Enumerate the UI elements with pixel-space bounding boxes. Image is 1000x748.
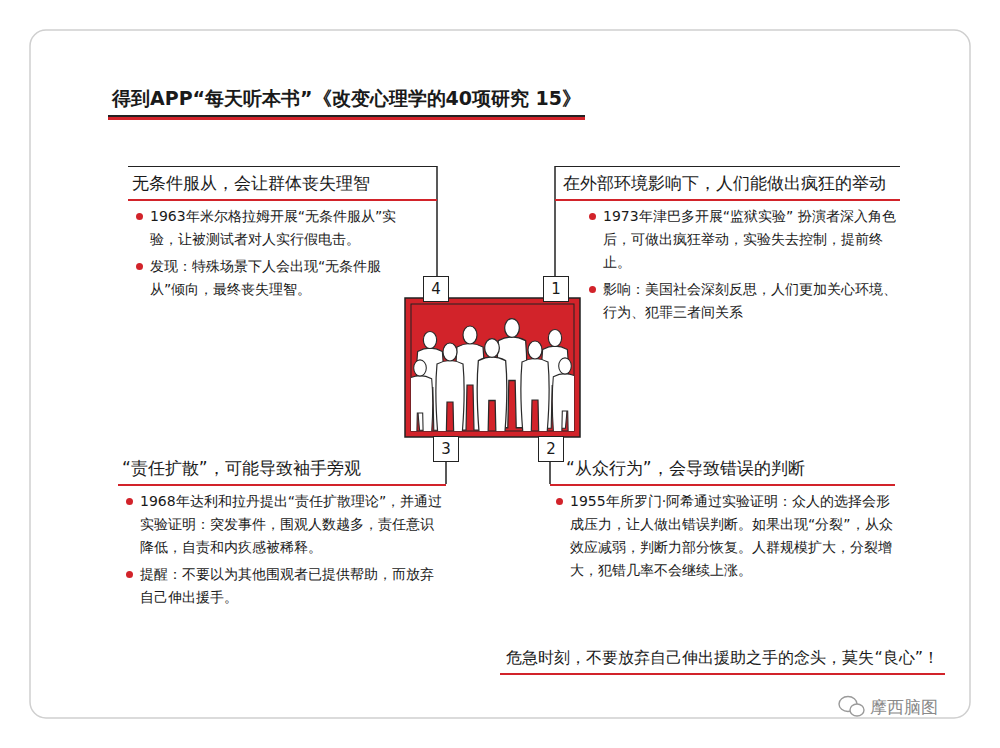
topic-branch: “从众行为”，会导致错误的判断 1955年所罗门·阿希通过实验证明：众人的选择会形… (550, 452, 895, 582)
person-figure (411, 360, 433, 431)
branch-heading: 无条件服从，会让群体丧失理智 (128, 166, 437, 201)
branch-heading: 在外部环境影响下，人们能做出疯狂的举动 (555, 166, 900, 201)
bullet-point: 发现：特殊场景下人会出现“无条件服从”倾向，最终丧失理智。 (134, 255, 398, 301)
branch-line (445, 461, 447, 484)
person-figure (477, 339, 507, 431)
closing-note: 危急时刻，不要放弃自己伸出援助之手的念头，莫失“良心”！ (500, 648, 945, 675)
branch-line (436, 166, 438, 276)
callout-number: 1 (543, 276, 569, 302)
topic-branch: “责任扩散”，可能导致袖手旁观 1968年达利和拉丹提出“责任扩散理论”，并通过实… (118, 452, 446, 609)
crowd-illustration (407, 319, 577, 454)
watermark: 摩西脑图 (870, 696, 938, 719)
callout-number: 4 (423, 276, 449, 302)
branch-heading: “从众行为”，会导致错误的判断 (550, 452, 895, 486)
bullet-point: 影响：美国社会深刻反思，人们更加关心环境、行为、犯罪三者间关系 (587, 278, 900, 324)
bullet-point: 1973年津巴多开展“监狱实验” 扮演者深入角色后，可做出疯狂举动，实验失去控制… (587, 205, 900, 274)
person-figure (436, 343, 464, 431)
callout-number: 2 (538, 436, 564, 462)
bullet-point: 1968年达利和拉丹提出“责任扩散理论”，并通过实验证明：突发事件，围观人数越多… (124, 490, 446, 559)
wechat-icon (839, 697, 864, 717)
bullet-point: 提醒：不要以为其他围观者已提供帮助，而放弃自己伸出援手。 (124, 563, 446, 609)
person-figure (521, 341, 549, 431)
callout-number: 3 (433, 436, 459, 462)
bullet-point: 1955年所罗门·阿希通过实验证明：众人的选择会形成压力，让人做出错误判断。如果… (554, 490, 895, 582)
branch-heading: “责任扩散”，可能导致袖手旁观 (118, 452, 446, 486)
topic-branch: 在外部环境影响下，人们能做出疯狂的举动 1973年津巴多开展“监狱实验” 扮演者深… (555, 166, 900, 324)
topic-branch: 无条件服从，会让群体丧失理智1963年米尔格拉姆开展“无条件服从”实验，让被测试… (128, 166, 398, 301)
page-frame (30, 30, 970, 718)
bullet-point: 1963年米尔格拉姆开展“无条件服从”实验，让被测试者对人实行假电击。 (134, 205, 398, 251)
diagram-title: 得到APP“每天听本书”《改变心理学的40项研究 15》 (108, 86, 585, 117)
person-figure (552, 358, 574, 431)
